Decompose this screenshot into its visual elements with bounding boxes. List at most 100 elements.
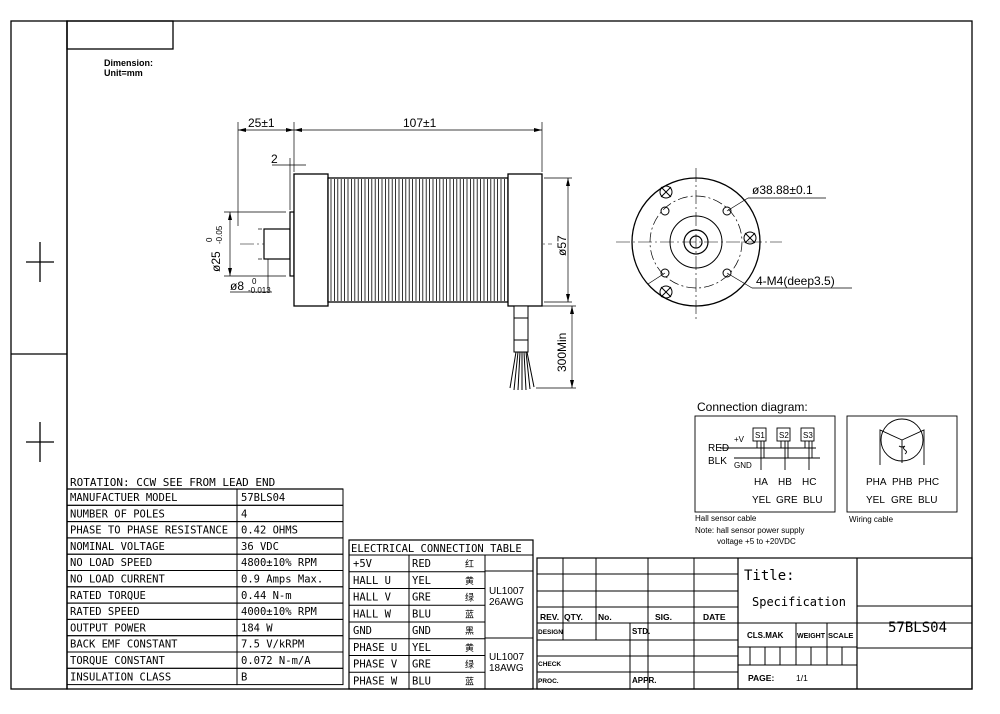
spec-label: BACK EMF CONSTANT [70,639,178,651]
scale-label: SCALE [828,631,853,640]
screw-head [743,231,757,245]
elec-color: GND [412,625,431,637]
elec-color: YEL [412,575,431,587]
dim-pilot-dia: ø25 [209,251,223,272]
spec-label: RATED TORQUE [70,590,146,602]
motor-front-view [616,168,852,320]
dim-body-length: 107±1 [403,116,437,130]
front-shaft [689,235,703,249]
elec-signal: PHASE W [353,675,398,687]
spec-table: ROTATION: CCW SEE FROM LEAD END MANUFACT… [66,476,344,686]
hall-signal-a: HA [754,477,768,488]
spec-value: B [241,671,247,683]
model-number: 57BLS04 [888,620,947,636]
lead-wires [509,305,535,391]
front-outline [631,177,761,307]
spec-value: 4000±10% RPM [241,606,317,618]
elec-signal: +5V [353,558,373,570]
spec-row: RATED TORQUE 0.44 N-m [66,586,344,604]
elec-color-cn: 蓝 [465,675,474,686]
elec-color: GRE [412,659,431,671]
hall-blk: BLK [708,456,727,467]
elec-row: HALL U YEL 黄 [349,575,485,589]
spec-row: RATED SPEED 4000±10% RPM [66,602,344,620]
mount-hole [722,206,732,216]
hall-signal-b: HB [778,477,792,488]
cable2-awg: 18AWG [489,663,524,674]
spec-label: RATED SPEED [70,606,140,618]
check-label: CHECK [538,661,561,668]
elec-color-cn: 黑 [465,626,474,636]
hall-gnd: GND [734,461,752,470]
dim-pilot-tol-upper: 0 [205,237,214,242]
page-value: 1/1 [796,673,808,683]
elec-color: BLU [412,608,431,620]
sensor-s1: S1 [755,431,765,440]
qty-label: QTY. [564,612,583,622]
front-flange [293,173,329,307]
spec-label: NO LOAD SPEED [70,557,152,569]
wiring-diagram [846,415,958,513]
spec-label: NOMINAL VOLTAGE [70,541,165,553]
spec-label: TORQUE CONSTANT [70,655,166,667]
sensor-s3: S3 [803,431,813,440]
dim-flange: 2 [271,152,278,166]
elec-color-cn: 黄 [465,575,474,586]
elec-color: GRE [412,592,431,604]
spec-value: 0.44 N-m [241,590,292,602]
dimension-label: Dimension: [104,58,153,68]
hall-color-blu: BLU [803,495,822,506]
elec-row: GND GND 黑 [349,625,485,640]
spec-value: 4 [241,508,247,520]
wiring-phase-c: PHC [918,477,939,488]
hall-note-1: Note: hall sensor power supply [695,526,804,535]
date-label: DATE [703,612,726,622]
hall-caption: Hall sensor cable [695,514,757,523]
spec-label: OUTPUT POWER [70,622,147,634]
dim-pilot-tol-lower: -0.05 [215,225,224,244]
elec-signal: HALL U [353,575,391,587]
dim-lead-length: 300Min [555,333,569,372]
mount-hole [660,268,670,278]
hall-plus-v: +V [734,435,745,444]
wiring-color-gre: GRE [891,495,913,506]
hall-color-gre: GRE [776,495,798,506]
hall-color-yel: YEL [752,495,771,506]
spec-value: 0.9 Amps Max. [241,574,323,586]
screw-head [659,285,673,299]
spec-value: 184 W [241,622,273,634]
motor-side-view: 25±1 107±1 2 ø25 0 -0.05 ø8 0 -0.013 ø57… [205,116,576,391]
elec-color-cn: 绿 [465,592,474,603]
cable1-awg: 26AWG [489,597,524,608]
mount-hole [722,268,732,278]
elec-signal: PHASE V [353,659,398,671]
title-block [536,557,973,690]
screw-head [659,185,673,199]
spec-row: NUMBER OF POLES 4 [66,504,344,523]
sensor-s2: S2 [779,431,789,440]
dim-shaft-length: 25±1 [248,116,275,130]
spec-row: OUTPUT POWER 184 W [66,618,344,637]
elec-table-title: ELECTRICAL CONNECTION TABLE [351,543,522,555]
cable1-type: UL1007 [489,586,524,597]
spec-label: NUMBER OF POLES [70,508,165,520]
no-label: No. [598,612,612,622]
wiring-color-blu: BLU [918,495,937,506]
hall-signal-c: HC [802,477,816,488]
elec-signal: GND [353,625,372,637]
weight-label: WEIGHT [797,633,826,640]
dim-shaft-tol-lower: -0.013 [248,286,271,295]
